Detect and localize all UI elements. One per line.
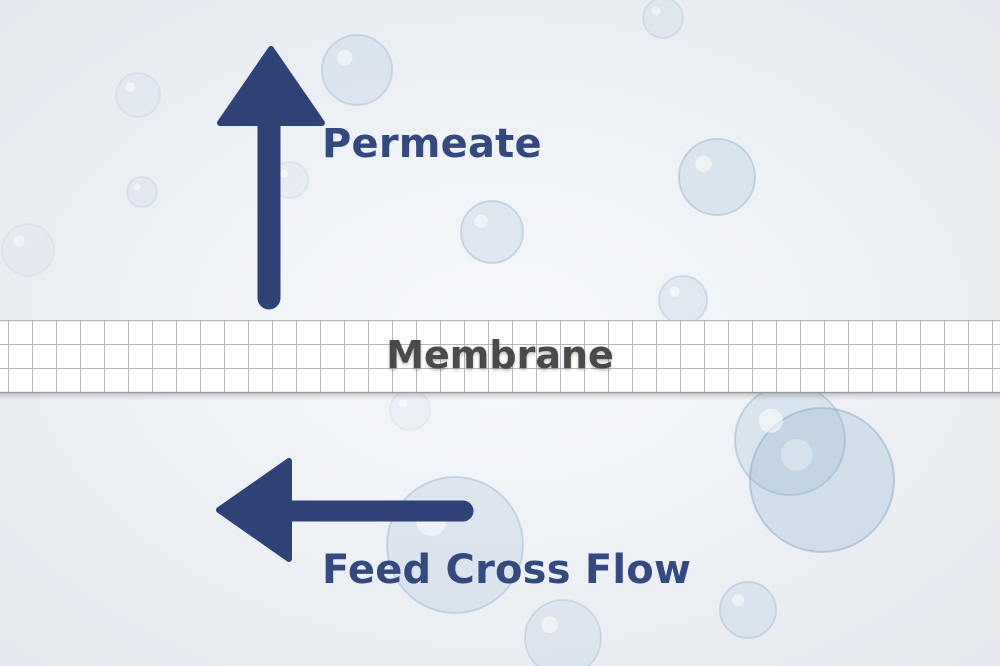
bubble	[524, 599, 602, 666]
bubble-highlight	[541, 616, 559, 634]
membrane-label: Membrane	[386, 333, 614, 377]
bubble-highlight	[695, 155, 713, 173]
bubble-highlight	[125, 82, 136, 93]
membrane-band	[0, 320, 1000, 392]
bubble-highlight	[398, 398, 408, 408]
bubble-highlight	[780, 438, 813, 471]
feed-cross-flow-arrow	[216, 458, 474, 562]
membrane-shadow	[0, 392, 1000, 400]
bubble-highlight	[13, 235, 25, 247]
bubble-highlight	[669, 286, 680, 297]
membrane	[0, 320, 1000, 400]
bubble-highlight	[651, 6, 661, 16]
feed-arrow-head	[216, 458, 292, 562]
bubble-highlight	[337, 50, 353, 66]
bubble-highlight	[758, 408, 783, 433]
permeate-arrow-head	[217, 46, 325, 126]
bubble-highlight	[732, 594, 745, 607]
bubble-highlight	[474, 214, 488, 228]
permeate-arrow	[217, 46, 325, 310]
bubble-highlight	[133, 183, 141, 191]
bubble-highlight	[279, 169, 288, 178]
permeate-label: Permeate	[322, 121, 542, 167]
feed-cross-flow-label: Feed Cross Flow	[322, 547, 692, 593]
